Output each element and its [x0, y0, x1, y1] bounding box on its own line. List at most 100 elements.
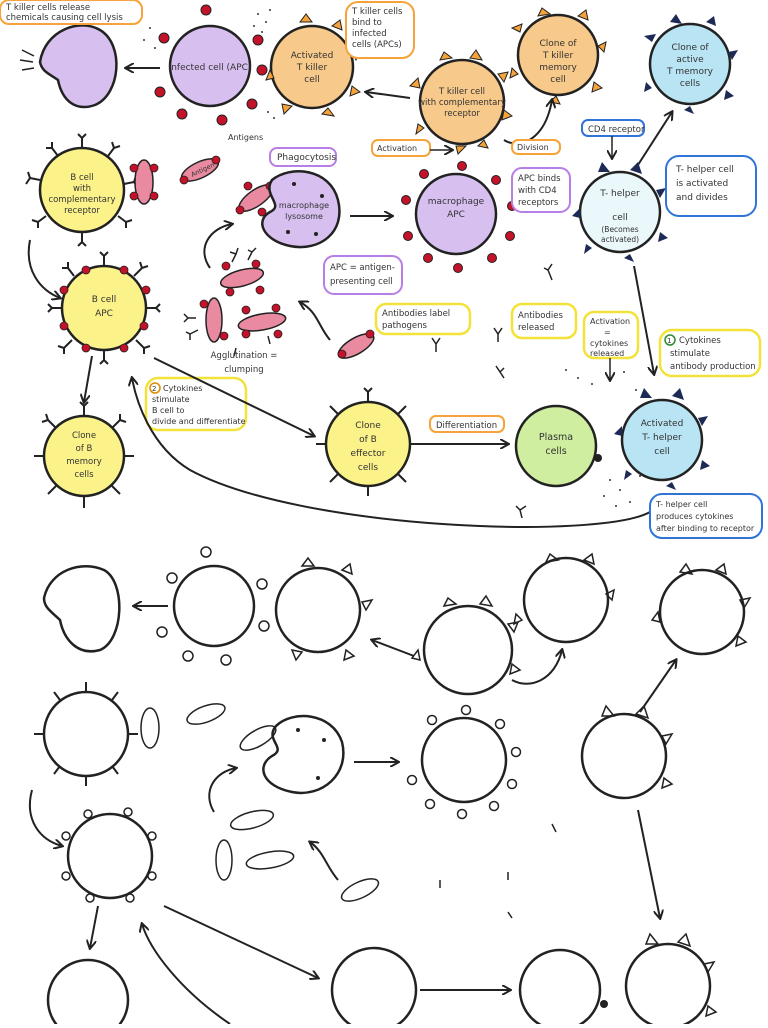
clone-active-t-memory-cell — [648, 22, 732, 106]
differentiation-tag-label: Differentiation — [436, 421, 497, 431]
plasma-cell — [514, 404, 598, 488]
infected-cell — [168, 24, 252, 108]
antibodies-label-tag — [374, 302, 472, 336]
t-helper-produces-text: T- helper cell — [655, 500, 707, 509]
clone-b-memory-label: Clone — [72, 431, 96, 441]
outline-antigen-floating — [186, 703, 226, 725]
b-cell-receptors — [25, 133, 139, 247]
t-helper-divides-tag — [665, 155, 757, 217]
arrow-division — [503, 100, 552, 145]
t-killer-label: T killer cell — [438, 87, 485, 97]
outline-t-helper — [580, 712, 668, 800]
differentiation-tag — [429, 415, 505, 433]
outline-clone-b-memory — [46, 958, 130, 1028]
outline-b-cell-receptors — [34, 682, 138, 786]
outline-arrow-apc-to-effector — [163, 905, 318, 978]
infected-cell-antigens — [154, 4, 268, 126]
clone-t-killer-memory-cell — [516, 13, 600, 97]
dot-spray-plasma — [565, 369, 641, 507]
arrow-bcell-to-apc — [27, 239, 60, 298]
macrophage-lysosome-label: macrophage — [279, 201, 329, 210]
outline-activated-killer — [274, 566, 362, 654]
antibody-symbols — [431, 263, 553, 519]
activated-t-killer-label: Activated — [291, 51, 334, 61]
activation-tag — [371, 139, 431, 157]
macrophage-apc-label: macrophage — [428, 197, 485, 207]
outline-clone-killer — [522, 556, 610, 644]
outline-macrophage-apc — [420, 716, 508, 804]
agglutination-clump — [183, 247, 287, 357]
cd4-receptor-tag-label: CD4 receptor — [588, 125, 645, 135]
outline-b-apc-receptors — [61, 807, 157, 903]
apc-binds-text: APC binds — [518, 174, 561, 184]
antibodies-released-tag — [510, 302, 578, 340]
outline-arrow-division — [511, 650, 562, 685]
outline-t-helper-receptors — [600, 704, 674, 790]
outline-activated-t-helper — [624, 942, 712, 1028]
clone-active-label: Clone of — [671, 43, 709, 53]
lysis-note-tag — [0, 0, 143, 25]
clone-t-killer-label: Clone of — [539, 39, 577, 49]
outline-antibody-symbols — [439, 823, 557, 919]
antigen-pathogen — [129, 159, 159, 205]
t-helper-label: T- helper — [599, 189, 640, 199]
outline-infected-antigens — [156, 546, 270, 666]
b-cell-apc — [60, 264, 148, 352]
outline-clone-active-memory — [658, 568, 746, 656]
arrow-labelled-pathogen — [300, 302, 331, 341]
cytokines-bcell-text: Cytokines — [163, 384, 202, 393]
phagocytosis-tag-label: Phagocytosis — [277, 153, 336, 163]
blue-cell-receptors — [644, 14, 738, 114]
lysosome-dots — [286, 182, 324, 236]
outline-arrow-helper-to-b — [142, 924, 231, 1025]
antigen-floating: Antigen — [179, 155, 221, 185]
arrow-apc-to-effector — [153, 357, 314, 436]
lysed-cell — [38, 24, 118, 109]
macrophage-apc — [414, 172, 498, 256]
outline-b-cell — [42, 690, 130, 778]
arrow-t-helper-down — [633, 265, 654, 374]
b-cell-label: B cell — [70, 173, 93, 183]
outline-arrow-to-memory — [639, 660, 676, 713]
outline-macrophage-antigens — [406, 704, 522, 820]
apc-binds-tag — [511, 167, 571, 213]
outline-arrow-labelled — [310, 842, 339, 881]
apc-definition-tag — [323, 255, 403, 295]
antibodies-released-text: Antibodies — [518, 311, 563, 321]
plasma-label: Plasma — [539, 432, 573, 443]
outline-arrow-helper-down — [637, 809, 660, 918]
arrow-phagocytosis-loop — [203, 224, 232, 269]
arrow-to-active-memory — [635, 112, 672, 169]
outline-t-killer-receptors — [410, 594, 522, 676]
outline-killer-receptors — [290, 556, 374, 662]
lysis-note-line1: T killer cells release — [5, 3, 90, 13]
cd4-receptor-tag — [581, 119, 645, 137]
number-one-badge — [664, 334, 676, 346]
activation-cytokines-text: Activation — [590, 317, 630, 326]
number-two-badge — [149, 382, 161, 394]
cytokines-antibody-text: Cytokines — [679, 336, 721, 346]
clone-b-effector-label: Clone — [355, 421, 381, 431]
infected-cell-label: Infected cell (APC) — [169, 63, 252, 73]
outline-b-cell-apc — [66, 812, 154, 900]
b-cell-apc-receptors — [47, 251, 161, 365]
outline-plasma-dot — [600, 1000, 608, 1008]
apc-definition-text: APC = antigen- — [330, 263, 395, 273]
outline-arrow-to-killer — [372, 640, 415, 657]
plasma-cell-nucleus-dot — [594, 454, 602, 462]
antibodies-label-text: Antibodies label — [382, 309, 450, 319]
